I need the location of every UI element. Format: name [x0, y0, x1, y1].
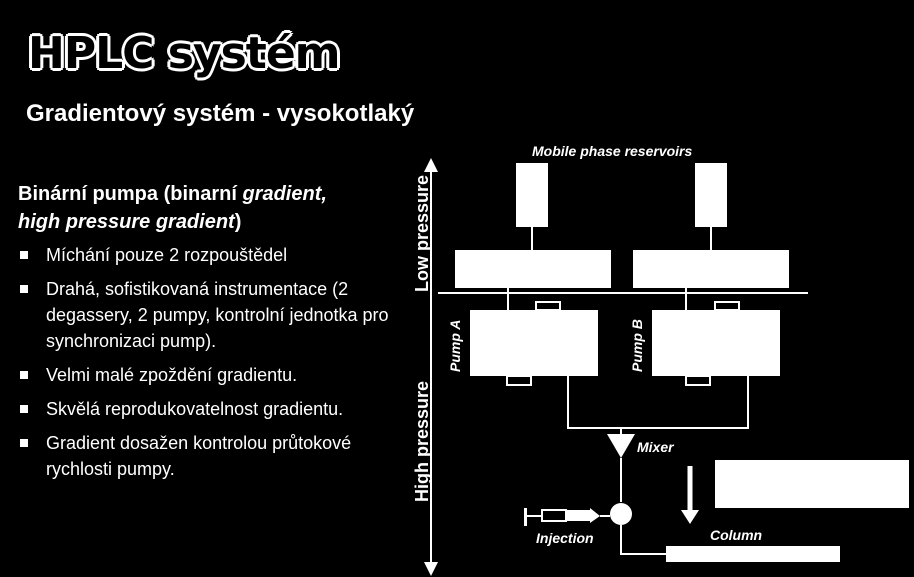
arrow-down-icon: [424, 562, 438, 576]
list-item-text: Velmi malé zpoždění gradientu.: [46, 365, 298, 385]
column: [666, 546, 840, 562]
list-item-text: Drahá, sofistikovaná instrumentace (2 de…: [46, 279, 389, 351]
description-panel: Binární pumpa (binarní gradient, high pr…: [18, 180, 398, 490]
detector-box: [715, 460, 909, 508]
pump-a: [470, 310, 598, 376]
injection-valve-icon: [610, 503, 632, 525]
list-item: Drahá, sofistikovaná instrumentace (2 de…: [18, 276, 398, 354]
binary-pump-heading: Binární pumpa (binarní gradient, high pr…: [18, 180, 398, 236]
list-item-text: Míchání pouze 2 rozpouštědel: [46, 245, 288, 265]
bullet-icon: [20, 371, 28, 379]
pump-a-label: Pump A: [447, 320, 463, 372]
list-item: Skvělá reprodukovatelnost gradientu.: [18, 396, 398, 422]
bullet-icon: [20, 405, 28, 413]
high-pressure-label: High pressure: [412, 381, 432, 502]
bullet-icon: [20, 439, 28, 447]
page-subtitle: Gradientový systém - vysokotlaký: [26, 100, 415, 127]
heading-part-2: gradient,: [242, 183, 327, 205]
list-item-text: Gradient dosažen kontrolou průtokové ryc…: [46, 433, 352, 479]
pump-b-label: Pump B: [629, 319, 645, 372]
injection-label: Injection: [536, 530, 594, 546]
heading-part-4: ): [234, 211, 242, 233]
arrow-up-icon: [424, 158, 438, 172]
list-item: Gradient dosažen kontrolou průtokové ryc…: [18, 430, 398, 482]
bullet-icon: [20, 285, 28, 293]
degasser-b: [633, 250, 789, 288]
reservoir-a: [516, 163, 548, 227]
syringe-icon: [541, 509, 567, 522]
list-item: Míchání pouze 2 rozpouštědel: [18, 242, 398, 268]
list-item-text: Skvělá reprodukovatelnost gradientu.: [46, 399, 344, 419]
heading-part-1: Binární pumpa (binarní: [18, 183, 243, 205]
pump-b: [652, 310, 780, 376]
syringe-plunger: [524, 508, 527, 526]
degasser-a: [455, 250, 611, 288]
heading-part-3: high pressure gradient: [18, 211, 235, 233]
flow-arrow-icon: [681, 510, 699, 524]
list-item: Velmi malé zpoždění gradientu.: [18, 362, 398, 388]
bullet-icon: [20, 251, 28, 259]
mixer-label: Mixer: [637, 439, 675, 455]
low-pressure-label: Low pressure: [412, 175, 432, 292]
page-title: HPLC systém: [28, 28, 341, 79]
reservoir-b: [695, 163, 727, 227]
feature-list: Míchání pouze 2 rozpouštědel Drahá, sofi…: [18, 242, 398, 482]
mixer-icon: [607, 434, 635, 458]
reservoirs-label: Mobile phase reservoirs: [532, 143, 693, 159]
column-label: Column: [710, 527, 762, 543]
